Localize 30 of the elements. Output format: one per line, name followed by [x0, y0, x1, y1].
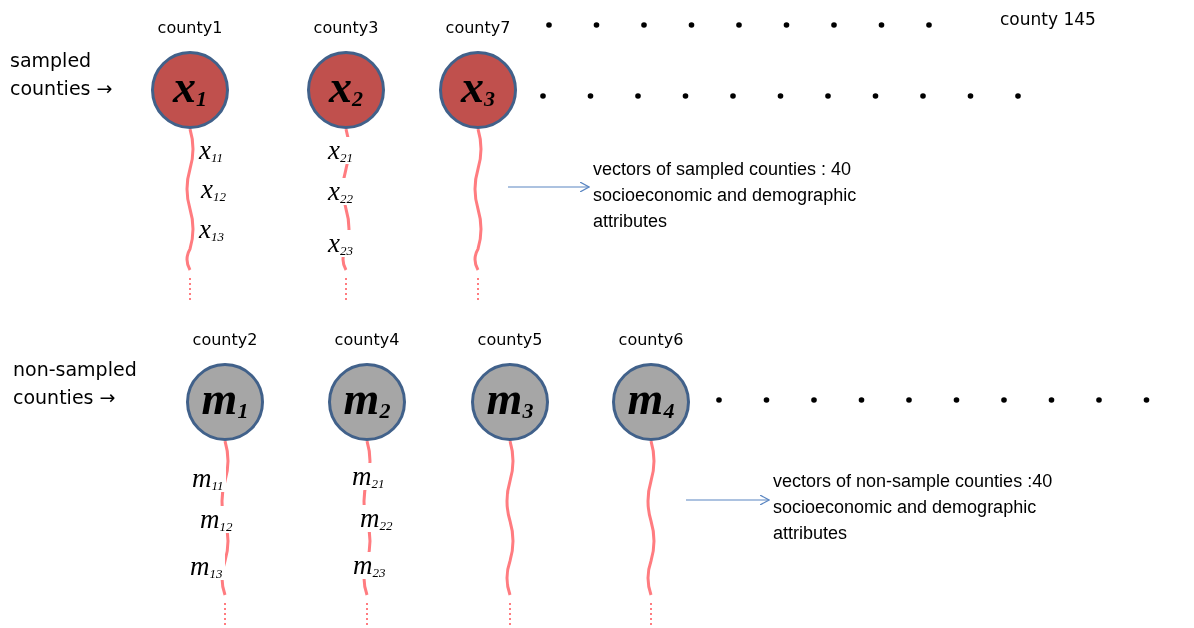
county-label: county1	[157, 18, 223, 37]
arrow	[685, 494, 770, 506]
description-text: vectors of sampled counties : 40 socioeconomic and demographic attributes	[593, 158, 858, 233]
subscript-variable: m$_{12}$	[198, 506, 235, 533]
county-label: county3	[313, 18, 379, 37]
row-label: sampled counties →	[10, 48, 114, 101]
subscript-variable: x$_{21}$	[326, 137, 355, 164]
arrow	[507, 181, 590, 193]
county-label: county4	[334, 330, 400, 349]
variable-circle: x$_{1}$	[151, 51, 229, 129]
description-text: vectors of non-sample counties :40 socioeconomic and demographic attributes	[773, 470, 1054, 545]
subscript-variable: m$_{13}$	[188, 553, 225, 580]
subscript-variable: x$_{22}$	[326, 178, 355, 205]
county-label: county2	[192, 330, 258, 349]
variable-circle: m$_{1}$	[186, 363, 264, 441]
county-label: county7	[445, 18, 511, 37]
row-label: non-sampled counties →	[13, 357, 138, 410]
county-label: county6	[618, 330, 684, 349]
variable-circle: m$_{3}$	[471, 363, 549, 441]
subscript-variable: x$_{23}$	[326, 230, 355, 257]
subscript-variable: m$_{21}$	[350, 463, 387, 490]
subscript-variable: m$_{23}$	[351, 552, 388, 579]
subscript-variable: m$_{11}$	[190, 465, 226, 492]
variable-circle: x$_{2}$	[307, 51, 385, 129]
variable-circle: x$_{3}$	[439, 51, 517, 129]
county-label: county5	[477, 330, 543, 349]
county-label: county 145	[1000, 9, 1096, 29]
subscript-variable: m$_{22}$	[358, 505, 395, 532]
variable-circle: m$_{2}$	[328, 363, 406, 441]
variable-circle: m$_{4}$	[612, 363, 690, 441]
